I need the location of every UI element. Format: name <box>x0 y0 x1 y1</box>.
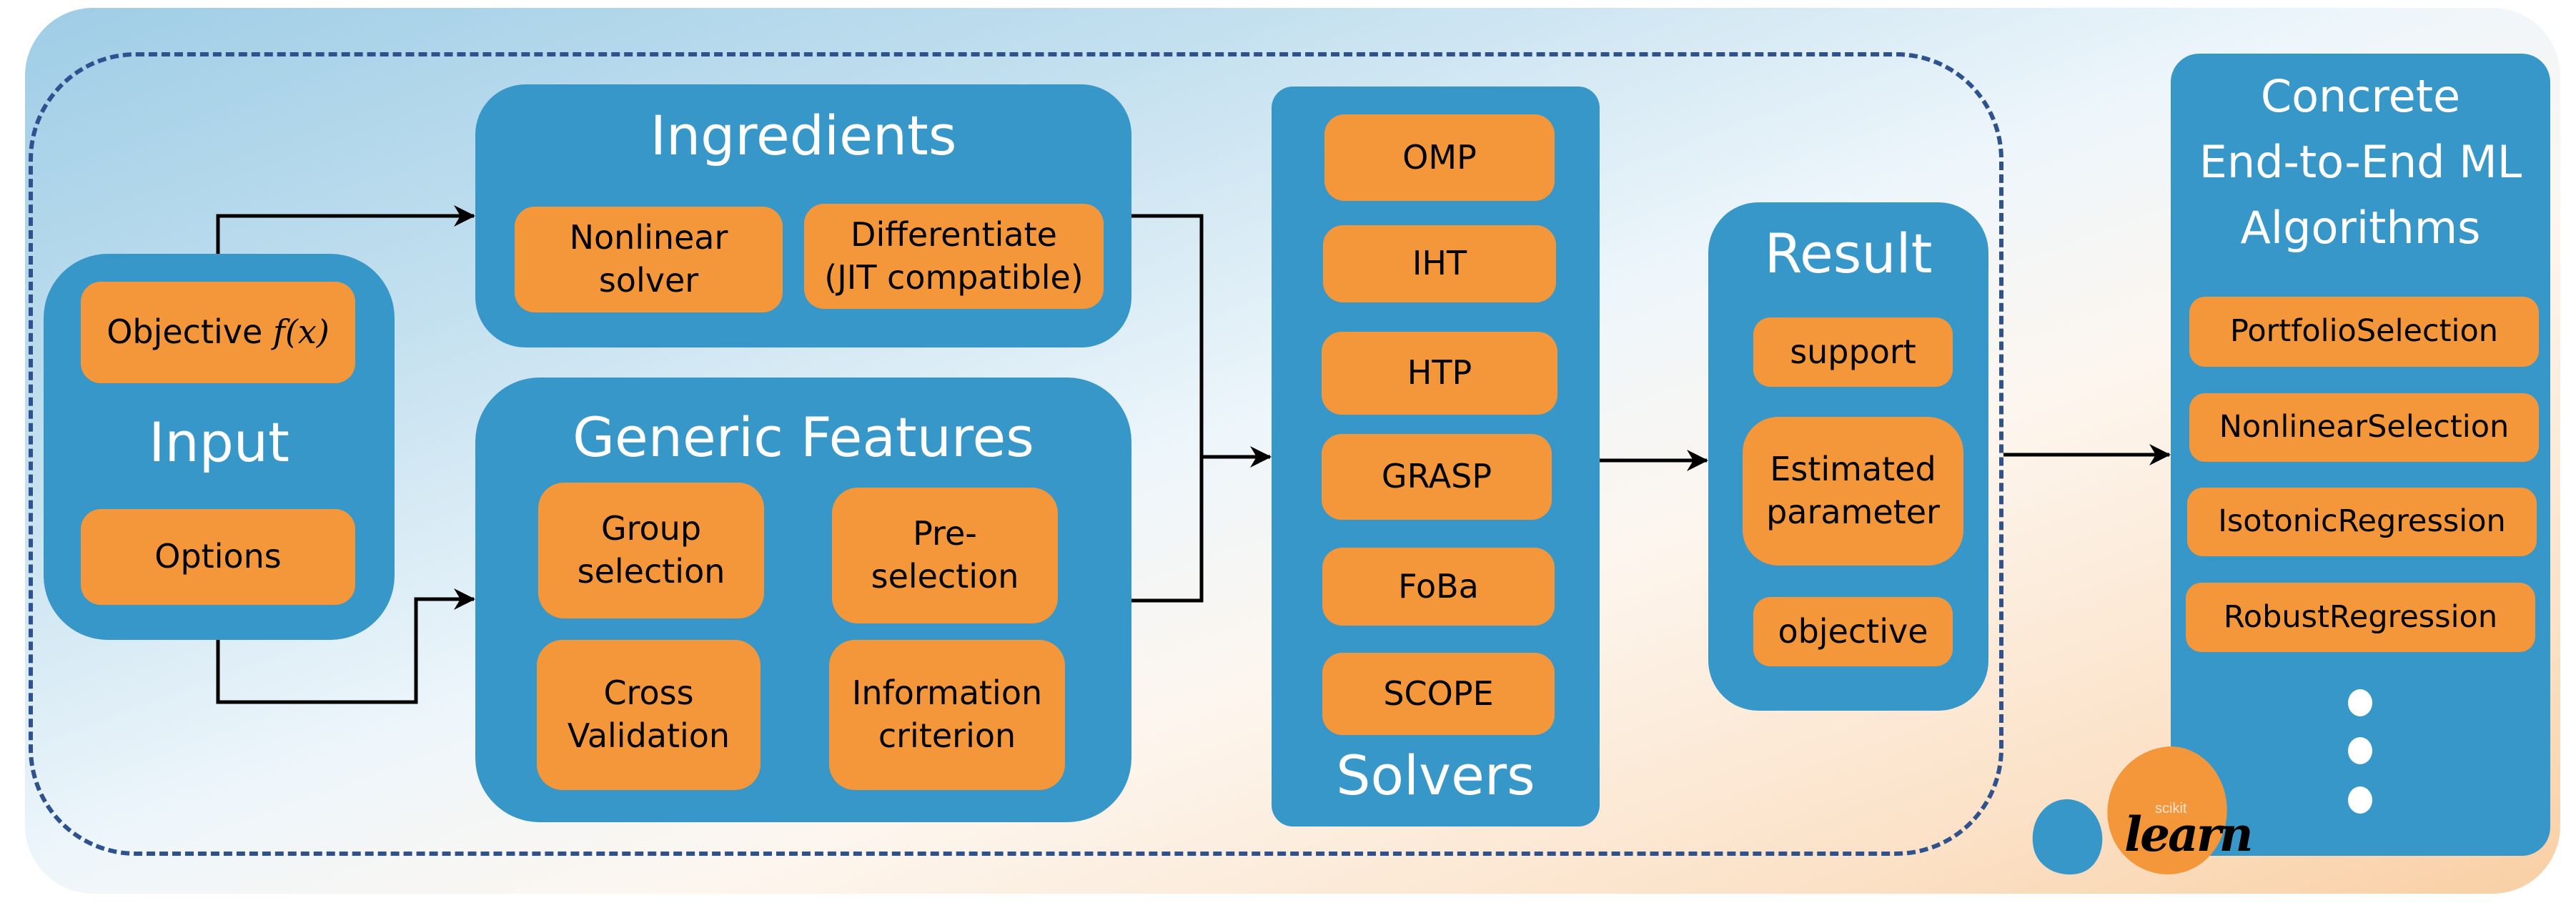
item-line: parameter <box>1766 493 1940 531</box>
result-label: objective <box>1778 611 1928 651</box>
ellipsis-dot-icon <box>2348 786 2372 814</box>
ingredients-title: Ingredients <box>650 104 957 167</box>
feature-pre-selection[interactable]: Pre-selection <box>832 488 1058 623</box>
item-line: Validation <box>567 716 730 755</box>
solver-htp[interactable]: HTP <box>1322 332 1557 415</box>
generic-features-title: Generic Features <box>573 405 1034 469</box>
algorithm-label: NonlinearSelection <box>2219 409 2510 445</box>
solver-label: FoBa <box>1398 566 1479 606</box>
logo-learn-text: learn <box>2124 806 2254 862</box>
ellipsis-dot-icon <box>2348 689 2372 716</box>
algorithm-label: PortfolioSelection <box>2229 313 2499 350</box>
title-line: Concrete <box>2260 70 2461 122</box>
input-title: Input <box>149 410 289 474</box>
item-line: Cross <box>603 673 694 713</box>
solver-label: IHT <box>1412 244 1467 283</box>
item-line: (JIT compatible) <box>824 257 1084 297</box>
algorithms-title: Concrete End-to-End ML Algorithms <box>2171 64 2550 261</box>
solver-label: GRASP <box>1381 457 1492 496</box>
algorithm-robust-regression[interactable]: RobustRegression <box>2186 583 2535 652</box>
result-estimated-parameter[interactable]: Estimated parameter <box>1743 417 1963 566</box>
result-title: Result <box>1764 222 1933 285</box>
item-line: selection <box>871 557 1019 596</box>
ingredient-nonlinear-solver[interactable]: Nonlinear solver <box>515 207 783 312</box>
solver-scope[interactable]: SCOPE <box>1322 653 1555 735</box>
item-line: Pre- <box>913 514 977 553</box>
options-label: Options <box>154 537 282 576</box>
solver-iht[interactable]: IHT <box>1323 225 1556 302</box>
options-box[interactable]: Options <box>81 509 355 605</box>
solver-label: HTP <box>1407 353 1472 393</box>
item-line: Group <box>600 509 702 548</box>
ingredient-differentiate[interactable]: Differentiate(JIT compatible) <box>804 204 1104 309</box>
solver-label: SCOPE <box>1383 673 1494 713</box>
solver-foba[interactable]: FoBa <box>1322 548 1555 626</box>
title-line: Algorithms <box>2240 202 2481 254</box>
result-label: support <box>1790 332 1916 371</box>
objective-label: Objective <box>106 312 263 352</box>
item-line: criterion <box>878 716 1016 755</box>
algorithm-portfolio-selection[interactable]: PortfolioSelection <box>2189 297 2539 367</box>
solver-grasp[interactable]: GRASP <box>1322 434 1552 520</box>
algorithm-label: IsotonicRegression <box>2218 503 2506 540</box>
solver-label: OMP <box>1402 137 1477 177</box>
title-line: End-to-End ML <box>2199 136 2522 188</box>
item-line: Nonlinear <box>569 218 728 257</box>
objective-math: f(x) <box>272 312 330 352</box>
ellipsis-dot-icon <box>2348 737 2372 764</box>
result-objective[interactable]: objective <box>1753 597 1953 666</box>
algorithm-label: RobustRegression <box>2223 598 2498 635</box>
objective-box[interactable]: Objective f(x) <box>81 282 355 383</box>
solver-omp[interactable]: OMP <box>1324 114 1555 201</box>
result-support[interactable]: support <box>1753 317 1953 387</box>
solvers-title: Solvers <box>1336 744 1535 807</box>
item-line: solver <box>598 261 699 300</box>
algorithm-isotonic-regression[interactable]: IsotonicRegression <box>2187 488 2537 556</box>
item-line: Information <box>851 673 1043 713</box>
algorithm-nonlinear-selection[interactable]: NonlinearSelection <box>2189 393 2539 462</box>
item-line: Differentiate <box>851 214 1057 254</box>
logo-scikit-text: scikit <box>2155 801 2187 816</box>
item-line: selection <box>577 552 725 591</box>
item-line: Estimated <box>1770 450 1936 489</box>
library-boundary-dashed <box>29 52 2003 856</box>
feature-group-selection[interactable]: Group selection <box>538 483 764 618</box>
